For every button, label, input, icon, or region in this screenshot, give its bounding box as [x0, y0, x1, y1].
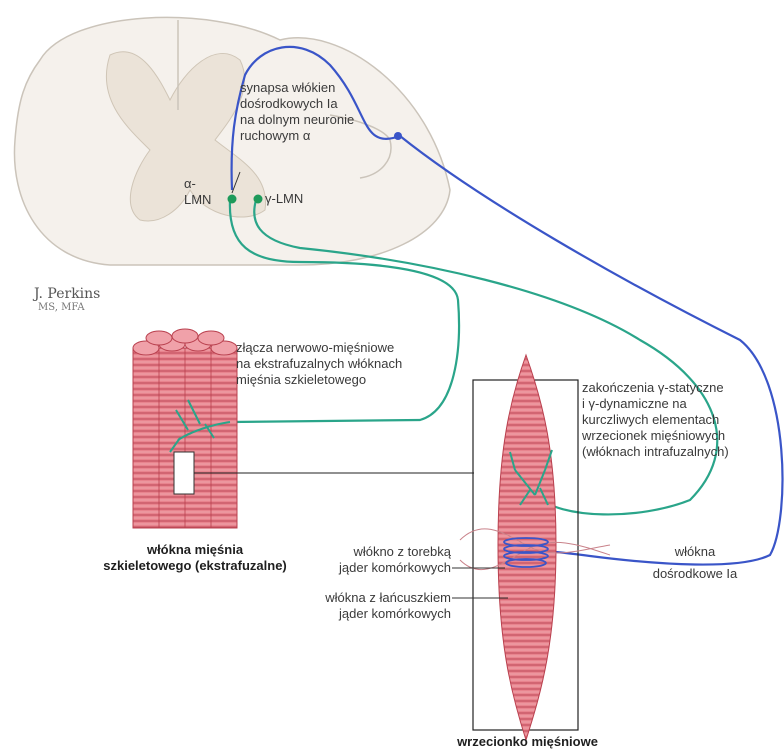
nuclear-bag-label: włókno z torebką jąder komórkowych [315, 544, 451, 576]
synapse-label: synapsa włókien dośrodkowych Ia na dolny… [240, 80, 354, 144]
gamma-endings-label: zakończenia γ-statyczne i γ-dynamiczne n… [582, 380, 729, 460]
dorsal-root-ganglion-cell [394, 132, 402, 140]
artist-signature: J. Perkins MS, MFA [34, 286, 100, 313]
extrafusal-fibers-label: włókna mięśnia szkieletowego (ekstrafuza… [100, 542, 290, 574]
extrafusal-muscle-bundle [133, 329, 237, 528]
gamma-motor-neuron [254, 195, 263, 204]
alpha-lmn-label: α- LMN [184, 176, 211, 208]
muscle-spindle-label: wrzecionko mięśniowe [420, 734, 635, 750]
afferent-fibers-label: włókna dośrodkowe Ia [640, 544, 750, 582]
alpha-motor-neuron [228, 195, 237, 204]
gamma-lmn-label: γ-LMN [265, 191, 303, 207]
nuclear-chain-label: włókna z łańcuszkiem jąder komórkowych [300, 590, 451, 622]
nmj-label: złącza nerwowo-mięśniowe na ekstrafuzaln… [236, 340, 402, 388]
spindle-location-box [174, 452, 194, 494]
